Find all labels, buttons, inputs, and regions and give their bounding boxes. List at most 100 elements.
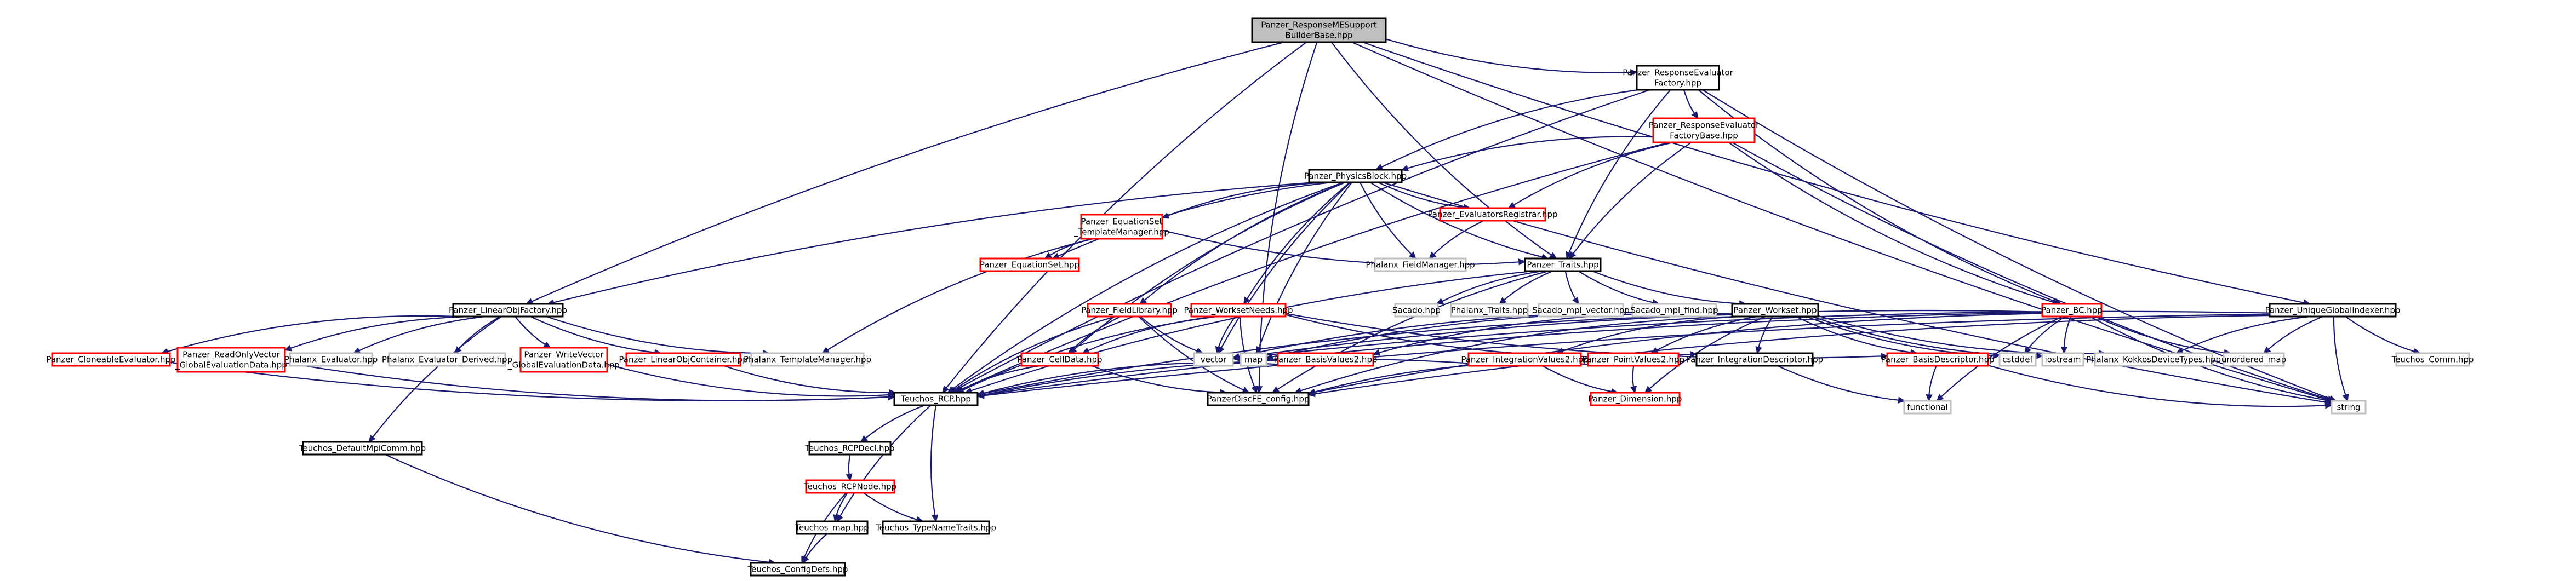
node-box [1193,352,1234,367]
node-tmap[interactable]: Teuchos_map.hpp [795,520,869,535]
node-phev[interactable]: Phalanx_Evaluator.hpp [284,352,378,367]
node-bc[interactable]: Panzer_BC.hpp [2041,303,2103,318]
node-box [1080,214,1163,240]
edge-pb-to-wn [1243,182,1351,305]
node-label: Panzer_PointValues2.hpp [1582,355,1684,365]
node-estm[interactable]: Panzer_EquationSet_TemplateManager.hpp [1073,214,1169,240]
node-label: Teuchos_TypeNameTraits.hpp [875,523,996,533]
edge-dmpi-to-tcd [385,453,776,566]
node-lof[interactable]: Panzer_LinearObjFactory.hpp [449,303,567,318]
node-label: BuilderBase.hpp [1286,31,1353,41]
node-vec[interactable]: vector [1193,352,1234,367]
edge-rcp-to-tntr [930,405,939,522]
node-pfm[interactable]: Phalanx_FieldManager.hpp [1366,257,1475,272]
node-bdesc[interactable]: Panzer_BasisDescriptor.hpp [1881,352,1995,367]
edge-bdesc-to-str [1987,365,2333,409]
edge-bdesc-to-func [1926,365,1937,402]
node-rov[interactable]: Panzer_ReadOnlyVector_GlobalEvaluationDa… [175,347,287,373]
node-pcfg[interactable]: PanzerDiscFE_config.hpp [1207,392,1310,406]
node-ios[interactable]: iostream [2041,352,2084,367]
node-loc[interactable]: Panzer_LinearObjContainer.hpp [619,352,748,367]
edge-lof-to-wov [515,316,551,348]
node-rcp[interactable]: Teuchos_RCP.hpp [893,392,979,406]
node-box [1277,352,1374,367]
edge-ws-to-idesc [1755,316,1773,354]
node-umap[interactable]: unordered_map [2221,352,2286,367]
node-sac[interactable]: Sacado.hpp [1392,303,1441,318]
node-label: Panzer_BC.hpp [2041,306,2103,316]
node-dmpi[interactable]: Teuchos_DefaultMpiComm.hpp [299,441,426,456]
node-func[interactable]: functional [1903,400,1952,415]
node-pv2[interactable]: Panzer_PointValues2.hpp [1582,352,1684,367]
node-smv[interactable]: Sacado_mpl_vector.hpp [1532,303,1630,318]
node-phtr[interactable]: Phalanx_Traits.hpp [1450,303,1529,318]
edge-bc-to-cstd [2024,316,2065,354]
node-ugi[interactable]: Panzer_UniqueGlobalIndexer.hpp [2265,303,2401,318]
edge-ref-to-pb [1375,89,1639,170]
node-traits[interactable]: Panzer_Traits.hpp [1524,257,1602,272]
node-tcd[interactable]: Teuchos_ConfigDefs.hpp [747,562,848,577]
node-ptm[interactable]: Phalanx_TemplateManager.hpp [744,352,871,367]
node-box [1251,17,1387,43]
node-box [1631,303,1717,318]
node-label: Phalanx_Evaluator_Derived.hpp [382,355,512,365]
edge-root-to-lof [525,41,1284,304]
node-label: Teuchos_ConfigDefs.hpp [747,565,848,575]
node-tcomm[interactable]: Teuchos_Comm.hpp [2391,352,2474,367]
edge-refb-to-traits [1569,142,1692,260]
node-dim[interactable]: Panzer_Dimension.hpp [1589,392,1682,406]
edge-lof-to-rov [284,315,473,352]
node-rcpnode[interactable]: Teuchos_RCPNode.hpp [803,479,896,494]
node-box [2395,352,2470,367]
node-iv2[interactable]: Panzer_IntegrationValues2.hpp [1461,352,1589,367]
node-box [750,562,846,577]
node-map[interactable]: map [1240,352,1267,367]
node-box [1587,352,1680,367]
node-pb[interactable]: Panzer_PhysicsBlock.hpp [1304,169,1407,183]
edge-root-to-pcfg [1255,42,1318,394]
node-tntr[interactable]: Teuchos_TypeNameTraits.hpp [875,520,996,535]
node-cd[interactable]: Panzer_CellData.hpp [1017,352,1103,367]
edge-pb-to-evreg [1378,182,1471,211]
node-ws[interactable]: Panzer_Workset.hpp [1731,303,1819,318]
node-box [750,352,865,367]
node-smf[interactable]: Sacado_mpl_find.hpp [1631,303,1718,318]
edge-ref-to-rcp [949,89,1650,393]
node-eset[interactable]: Panzer_EquationSet.hpp [979,257,1080,272]
node-fl[interactable]: Panzer_FieldLibrary.hpp [1081,303,1178,318]
edge-fl-to-cd [1067,316,1121,354]
node-wn[interactable]: Panzer_WorksetNeeds.hpp [1184,303,1293,318]
node-phevd[interactable]: Phalanx_Evaluator_Derived.hpp [382,352,512,367]
node-box [2094,352,2213,367]
node-pkd[interactable]: Phalanx_KokkosDeviceTypes.hpp [2086,352,2221,367]
node-box [1695,352,1814,367]
node-box [2223,352,2285,367]
edge-ugi-to-pkd [2175,315,2310,354]
node-cstd[interactable]: cstddef [1998,352,2037,367]
node-evreg[interactable]: Panzer_EvaluatorsRegistrar.hpp [1427,207,1558,222]
edge-bc-to-ios [2060,316,2071,354]
node-rcpdecl[interactable]: Teuchos_RCPDecl.hpp [804,441,895,456]
edge-rcp-to-tmap [836,405,932,522]
node-box [2041,352,2084,367]
node-box [882,520,990,535]
node-box [808,441,892,456]
node-idesc[interactable]: Panzer_IntegrationDescriptor.hpp [1686,352,1823,367]
node-box [1374,257,1467,272]
node-label: Teuchos_RCPDecl.hpp [804,444,894,454]
edge-evreg-to-pfm [1429,220,1484,260]
node-label: Factory.hpp [1654,78,1701,88]
node-wov[interactable]: Panzer_WriteVector_GlobalEvaluationData.… [507,347,620,373]
edge-ugi-to-vec [1232,310,2270,361]
node-bv2[interactable]: Panzer_BasisValues2.hpp [1274,352,1378,367]
node-box [979,257,1080,272]
node-label: Panzer_EvaluatorsRegistrar.hpp [1427,210,1557,220]
edge-wov-to-rcp [607,364,895,399]
node-str[interactable]: string [2331,400,2367,415]
node-label: Panzer_ResponseEvaluator [1623,68,1733,78]
node-clev[interactable]: Panzer_CloneableEvaluator.hpp [46,352,176,367]
node-label: Teuchos_map.hpp [795,523,869,533]
